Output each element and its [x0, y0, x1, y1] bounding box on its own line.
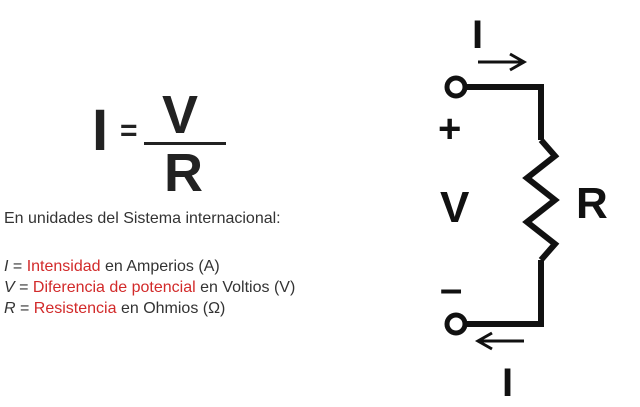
definition-eq: = — [14, 279, 33, 296]
top-wire — [465, 84, 544, 140]
top-terminal — [444, 75, 468, 99]
resistor-zigzag — [522, 138, 560, 262]
definition-rest: en Ohmios (Ω) — [116, 300, 226, 317]
resistor-label: R — [576, 179, 608, 228]
formula-resistance: R — [164, 143, 203, 203]
definition-eq: = — [8, 258, 27, 275]
formula-current: I — [92, 98, 109, 163]
definition-term: Diferencia de potencial — [32, 279, 196, 296]
plus-sign: + — [438, 107, 461, 151]
minus-sign: – — [440, 267, 462, 311]
formula-voltage: V — [162, 85, 199, 145]
units-title: En unidades del Sistema internacional: — [4, 210, 281, 227]
definition-rest: en Amperios (A) — [100, 258, 220, 275]
voltage-label: V — [440, 183, 470, 232]
current-label-bottom: I — [502, 361, 513, 405]
definition-term: Intensidad — [26, 258, 101, 275]
current-arrow-bottom-icon — [474, 331, 524, 351]
current-arrow-top-icon — [478, 52, 528, 72]
definition-current: I = Intensidad en Amperios (A) — [4, 256, 295, 277]
definition-term: Resistencia — [33, 300, 117, 317]
definition-rest: en Voltios (V) — [195, 279, 296, 296]
definition-symbol: V — [4, 279, 15, 296]
definition-symbol: R — [4, 300, 16, 317]
definition-symbol: I — [4, 258, 9, 275]
ohms-law-formula: I = V R — [92, 85, 232, 203]
bottom-terminal — [444, 312, 468, 336]
definition-resistance: R = Resistencia en Ohmios (Ω) — [4, 298, 295, 319]
fraction-bar — [144, 142, 226, 145]
formula-equals: = — [120, 114, 138, 147]
bottom-wire — [465, 260, 544, 327]
current-label-top: I — [472, 13, 483, 57]
definitions-list: I = Intensidad en Amperios (A) V = Difer… — [4, 256, 295, 319]
definition-voltage: V = Diferencia de potencial en Voltios (… — [4, 277, 295, 298]
definition-eq: = — [15, 300, 34, 317]
